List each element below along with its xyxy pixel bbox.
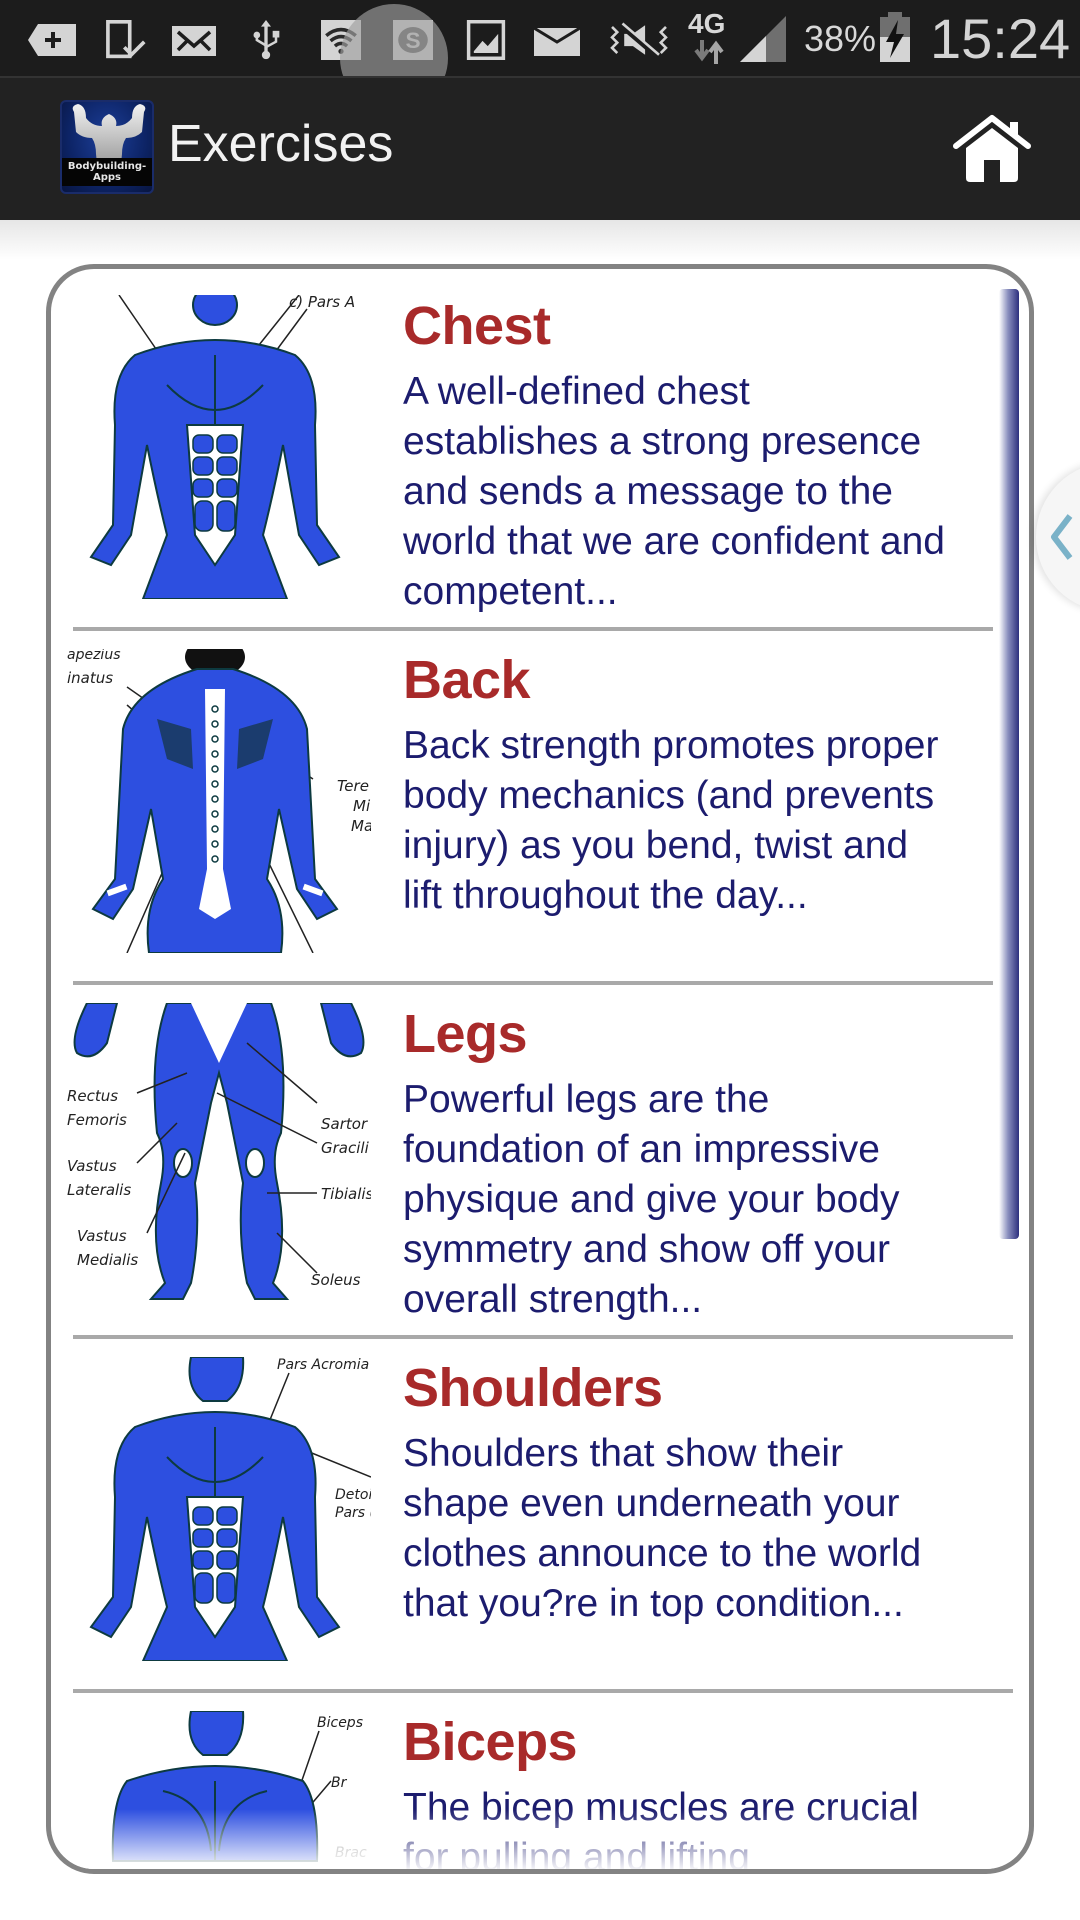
exercise-title: Chest <box>403 296 551 356</box>
vibrate-mute-icon <box>610 22 668 59</box>
clock: 15:24 <box>930 7 1071 70</box>
home-button[interactable] <box>952 114 1032 184</box>
list-divider <box>73 1335 1013 1339</box>
svg-text:inatus: inatus <box>67 669 113 687</box>
exercise-list[interactable]: c) Pars A Chest A well-defined chest est… <box>46 264 1034 1874</box>
svg-text:Biceps: Biceps <box>317 1715 363 1731</box>
exercise-title: Back <box>403 650 531 710</box>
exercise-title: Legs <box>403 1004 528 1064</box>
svg-text:c) Pars A: c) Pars A <box>289 295 355 311</box>
svg-text:Tibialis: Tibialis <box>321 1185 371 1203</box>
exercise-description: A well-defined chest establishes a stron… <box>403 370 946 613</box>
legs-muscle-diagram: Rectus Femoris Vastus Lateralis Vastus M… <box>67 1003 371 1307</box>
action-bar: Bodybuilding-Apps Exercises <box>0 76 1080 220</box>
list-item-back[interactable]: apezius inatus Tere Mi Ma Back Back stre… <box>51 623 1029 977</box>
exercise-description: Powerful legs are the foundation of an i… <box>403 1078 900 1321</box>
exercise-title: Biceps <box>403 1712 578 1772</box>
svg-text:Tere: Tere <box>337 777 369 795</box>
svg-text:Sartor: Sartor <box>321 1115 368 1133</box>
home-icon <box>953 115 1031 182</box>
svg-text:Femoris: Femoris <box>67 1111 127 1129</box>
list-item-chest[interactable]: c) Pars A Chest A well-defined chest est… <box>51 269 1029 623</box>
list-divider <box>73 627 993 631</box>
list-fade-edge <box>51 1809 1029 1869</box>
app-logo-label: Bodybuilding-Apps <box>62 158 152 186</box>
gmail-icon <box>534 26 580 56</box>
chest-muscle-diagram: c) Pars A <box>67 295 371 599</box>
drawer-handle[interactable] <box>1036 462 1080 612</box>
back-muscle-diagram: apezius inatus Tere Mi Ma <box>67 649 371 953</box>
page-title: Exercises <box>168 115 394 173</box>
svg-text:Medialis: Medialis <box>77 1251 138 1269</box>
device-check-icon <box>106 20 146 59</box>
list-divider <box>73 1689 1013 1693</box>
battery-percent: 38% <box>804 18 877 59</box>
svg-text:apezius: apezius <box>67 649 120 663</box>
svg-text:Ma: Ma <box>351 817 371 835</box>
battery-charging-icon <box>880 12 910 62</box>
svg-text:Vastus: Vastus <box>77 1227 127 1245</box>
svg-text:Rectus: Rectus <box>67 1087 118 1105</box>
bodybuilder-silhouette-icon <box>72 104 146 174</box>
svg-text:Soleus: Soleus <box>311 1271 361 1289</box>
svg-text:Vastus: Vastus <box>67 1157 117 1175</box>
signal-icon <box>740 16 786 62</box>
usb-icon <box>253 20 280 60</box>
svg-text:Pars Acromia: Pars Acromia <box>277 1357 369 1373</box>
svg-text:Detoi: Detoi <box>335 1487 371 1503</box>
shoulders-muscle-diagram: Pars Acromia Detoi Pars ( <box>67 1357 371 1661</box>
gallery-icon <box>466 20 506 60</box>
status-bar: S 4G 38% 15:24 <box>0 0 1080 112</box>
list-divider <box>73 981 993 985</box>
action-bar-shadow <box>0 220 1080 260</box>
svg-text:Pars (: Pars ( <box>335 1505 371 1521</box>
app-logo[interactable]: Bodybuilding-Apps <box>60 100 154 194</box>
list-item-shoulders[interactable]: Pars Acromia Detoi Pars ( Shoulders Shou… <box>51 1331 1029 1685</box>
missed-email-icon <box>172 26 216 56</box>
scrollbar[interactable] <box>999 289 1019 1239</box>
data-activity-icon <box>694 40 724 64</box>
svg-text:Lateralis: Lateralis <box>67 1181 131 1199</box>
svg-text:Gracili: Gracili <box>321 1139 370 1157</box>
add-notification-icon <box>28 24 76 56</box>
svg-text:Mi: Mi <box>353 797 371 815</box>
svg-text:Br: Br <box>331 1775 348 1791</box>
exercise-description: Shoulders that show their shape even und… <box>403 1432 922 1625</box>
network-type: 4G <box>688 8 726 39</box>
exercise-title: Shoulders <box>403 1358 663 1418</box>
list-item-legs[interactable]: Rectus Femoris Vastus Lateralis Vastus M… <box>51 977 1029 1331</box>
chevron-left-icon <box>1051 514 1073 560</box>
exercise-description: Back strength promotes proper body mecha… <box>403 724 939 917</box>
